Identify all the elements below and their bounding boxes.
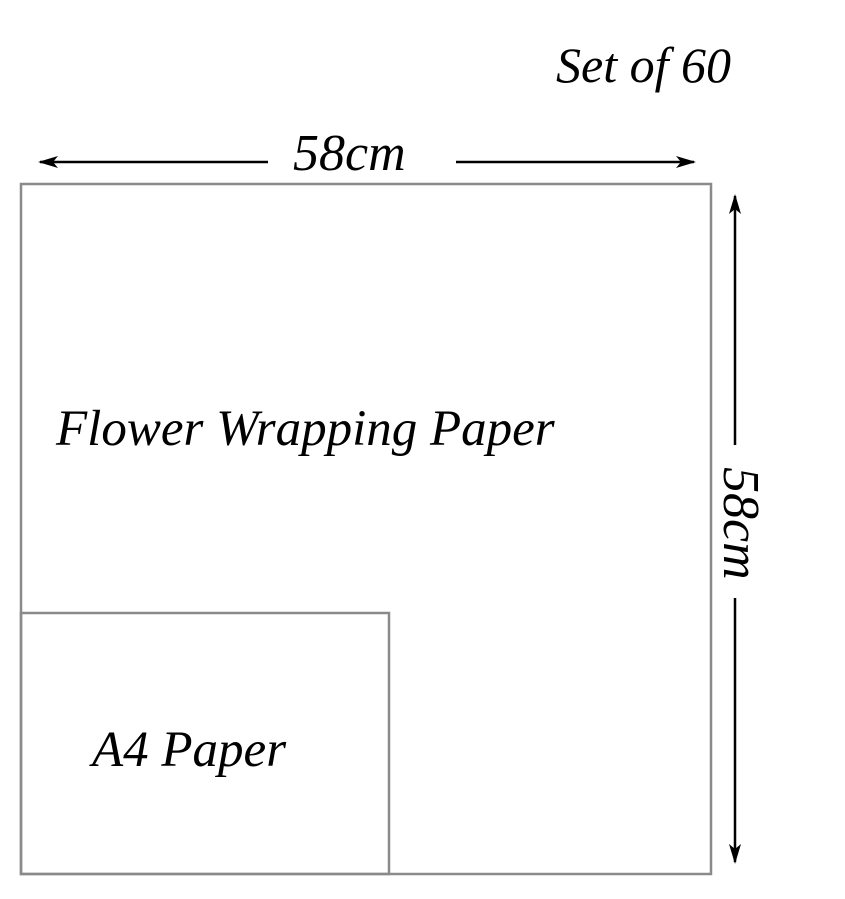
- a4-sheet-label: A4 Paper: [92, 722, 287, 778]
- set-count-label: Set of 60: [556, 37, 731, 93]
- a4-sheet-outline: [19, 611, 391, 876]
- large-sheet-label: Flower Wrapping Paper: [56, 401, 555, 457]
- height-dimension-label: 58cm: [712, 467, 769, 580]
- width-dimension-label: 58cm: [293, 125, 406, 182]
